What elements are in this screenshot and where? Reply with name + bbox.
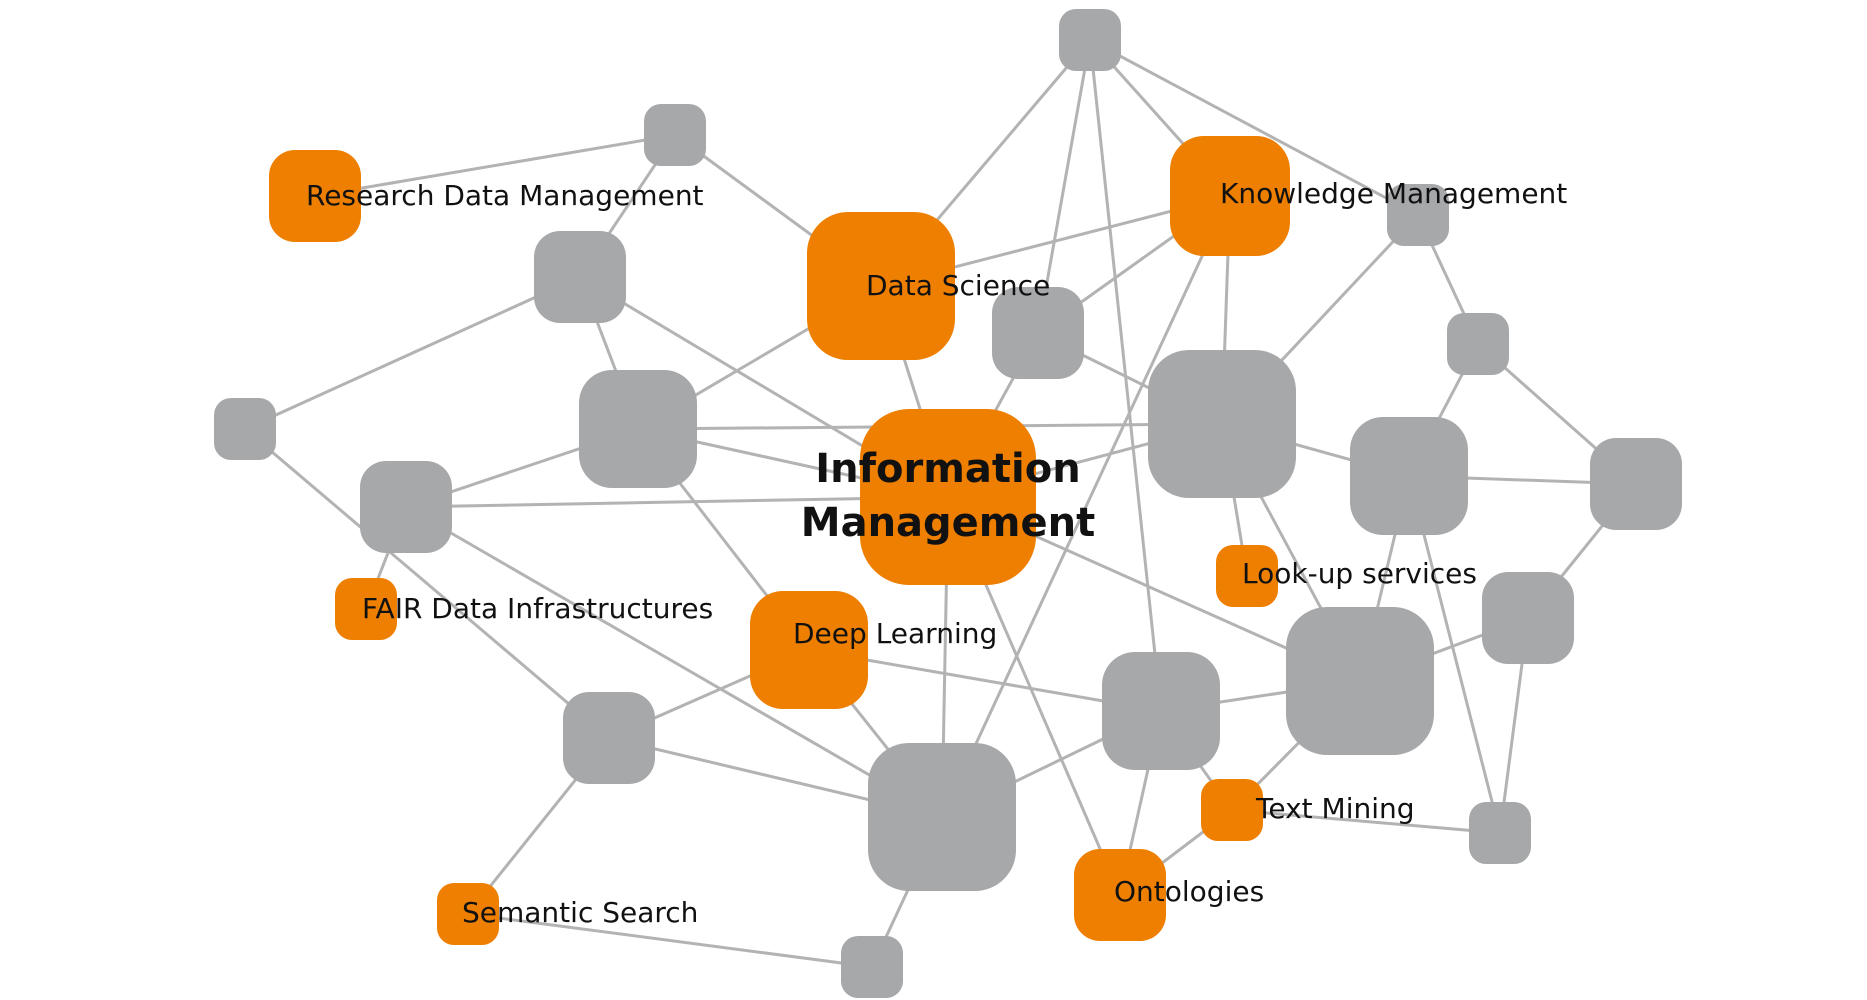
connection-edge	[244, 427, 610, 740]
information-management-label-line1: Information	[815, 446, 1080, 492]
research-data-management-label: Research Data Management	[306, 179, 704, 212]
semantic-search-node	[437, 883, 499, 945]
connection-edge	[467, 912, 873, 969]
link-node	[360, 461, 452, 553]
link-node	[1469, 802, 1531, 864]
ontologies-node	[1074, 849, 1166, 941]
connection-edge	[1036, 39, 1092, 334]
ontologies-label: Ontologies	[1114, 875, 1264, 908]
connection-edge	[405, 495, 949, 509]
link-node	[563, 692, 655, 784]
link-node	[644, 104, 706, 166]
link-node	[868, 743, 1016, 891]
link-node	[214, 398, 276, 460]
link-node	[534, 231, 626, 323]
link-node	[579, 370, 697, 488]
link-node	[1059, 9, 1121, 71]
fair-data-infrastructures-node	[335, 578, 397, 640]
look-up-services-node	[1216, 545, 1278, 607]
link-node	[841, 936, 903, 998]
connection-edge	[1407, 475, 1502, 834]
nodes-layer	[214, 9, 1682, 998]
research-data-management-node	[269, 150, 361, 242]
connection-edge	[1089, 38, 1419, 217]
link-node	[1590, 438, 1682, 530]
information-management-node	[860, 409, 1036, 585]
data-science-label: Data Science	[866, 269, 1050, 302]
look-up-services-label: Look-up services	[1242, 557, 1477, 590]
data-science-node	[807, 212, 955, 360]
link-node	[1102, 652, 1220, 770]
link-node	[1286, 607, 1434, 755]
link-node	[1387, 184, 1449, 246]
fair-data-infrastructures-label: FAIR Data Infrastructures	[362, 592, 713, 625]
link-node	[1482, 572, 1574, 664]
text-mining-node	[1201, 779, 1263, 841]
labels-layer: Information Management Research Data Man…	[306, 177, 1567, 929]
deep-learning-node	[750, 591, 868, 709]
link-node	[1350, 417, 1468, 535]
connection-edge	[314, 133, 676, 198]
link-node	[1148, 350, 1296, 498]
connection-edge	[244, 275, 581, 431]
connection-edge	[405, 505, 943, 819]
information-management-label-line2: Management	[801, 500, 1095, 546]
knowledge-management-node	[1170, 136, 1290, 256]
text-mining-label: Text Mining	[1255, 792, 1415, 825]
connection-edge	[940, 195, 1232, 818]
connection-edge	[1231, 808, 1501, 835]
knowledge-management-label: Knowledge Management	[1220, 177, 1567, 210]
semantic-search-label: Semantic Search	[462, 896, 698, 929]
link-node	[1447, 313, 1509, 375]
link-node	[992, 287, 1084, 379]
deep-learning-label: Deep Learning	[793, 617, 997, 650]
